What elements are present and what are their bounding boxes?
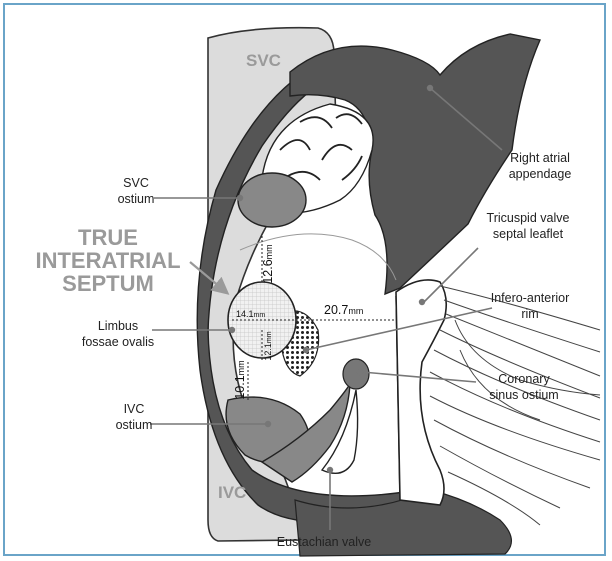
eustachian-label: Eustachian valve — [277, 535, 372, 549]
limbus-label-1: Limbus — [98, 319, 138, 333]
infero-anterior-label-2: rim — [521, 307, 538, 321]
coronary-label-1: Coronary — [498, 372, 550, 386]
tricuspid-label-1: Tricuspid valve — [487, 211, 570, 225]
true-label: TRUE — [78, 225, 138, 250]
ivc-label: IVC — [218, 483, 246, 502]
interatrial-label: INTERATRIAL — [35, 248, 180, 273]
coronary-label-2: sinus ostium — [489, 388, 558, 402]
tricuspid-septal-leaflet — [396, 280, 446, 505]
infero-anterior-label-1: Infero-anterior — [491, 291, 570, 305]
raa-label-2: appendage — [509, 167, 572, 181]
svc-ostium — [238, 173, 306, 227]
septum-label: SEPTUM — [62, 271, 154, 296]
svc-label: SVC — [246, 51, 281, 70]
measurement-superior: 12.6mm — [261, 244, 275, 283]
measurement-anterior: 20.7mm — [324, 303, 363, 317]
svc-ostium-label-2: ostium — [118, 192, 155, 206]
coronary-sinus-ostium — [343, 359, 369, 389]
ivc-ostium-label-1: IVC — [124, 402, 145, 416]
limbus-label-2: fossae ovalis — [82, 335, 154, 349]
tricuspid-label-2: septal leaflet — [493, 227, 564, 241]
ivc-ostium-label-2: ostium — [116, 418, 153, 432]
svc-ostium-label-1: SVC — [123, 176, 149, 190]
right-ventricle-chordae — [430, 286, 600, 525]
measurement-ivc-distance: 10.1mm — [233, 360, 247, 399]
raa-label-1: Right atrial — [510, 151, 570, 165]
